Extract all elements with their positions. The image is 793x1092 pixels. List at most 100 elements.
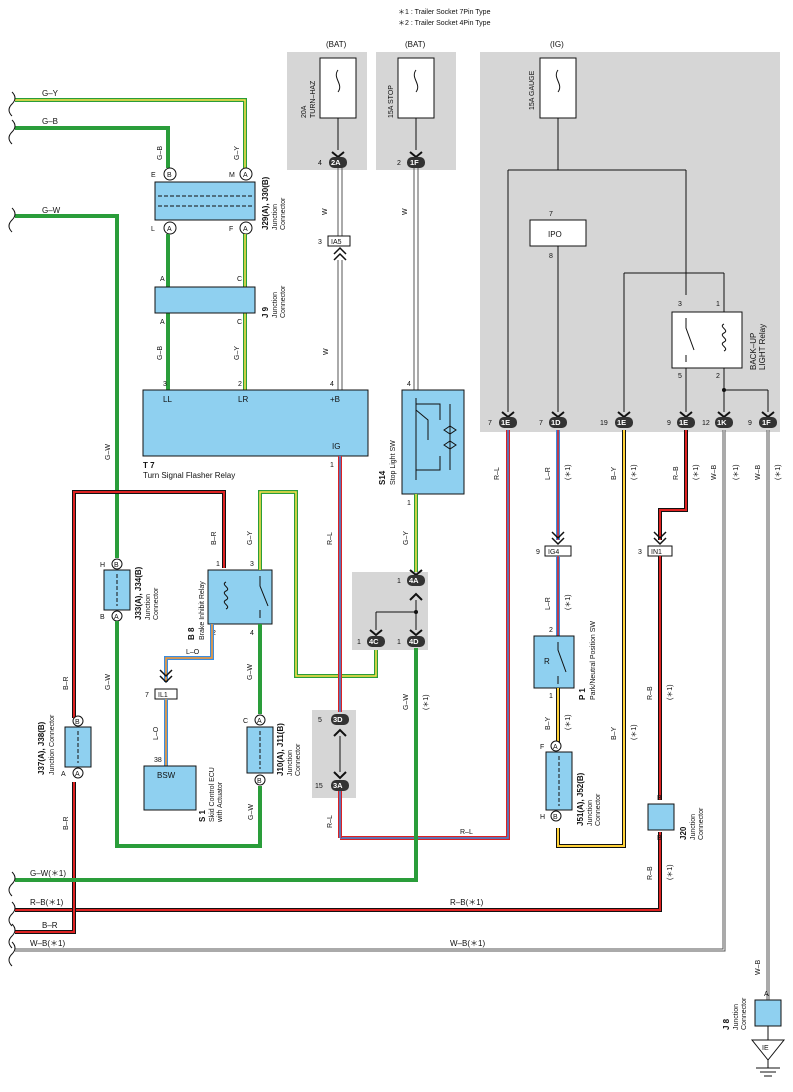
- note-2: ＊2 : Trailer Socket 4Pin Type: [398, 20, 491, 27]
- svg-text:R–B: R–B: [673, 466, 680, 480]
- svg-text:G–W: G–W: [105, 674, 112, 690]
- wire-rb-right: [658, 430, 688, 540]
- svg-text:Skid Control ECU: Skid Control ECU: [209, 767, 216, 822]
- wire-label: G–Y: [234, 346, 241, 360]
- svg-text:BSW: BSW: [157, 771, 176, 780]
- svg-text:B–Y: B–Y: [545, 716, 552, 730]
- svg-text:A: A: [114, 614, 119, 621]
- wire-rl-right: [340, 430, 510, 840]
- svg-text:A: A: [61, 771, 66, 778]
- pin-IA5: [327, 235, 351, 247]
- pin-1F: 1F: [407, 151, 425, 168]
- svg-text:9: 9: [748, 420, 752, 427]
- wire-rb2: [15, 556, 662, 912]
- svg-text:R–B: R–B: [647, 866, 654, 880]
- pin-c12-1K: 1K: [715, 411, 733, 428]
- ipo-box: [529, 219, 587, 247]
- wire-gw-top: [15, 214, 119, 558]
- svg-text:L–R: L–R: [545, 597, 552, 610]
- svg-text:2: 2: [716, 373, 720, 380]
- svg-text:2: 2: [238, 381, 242, 388]
- svg-text:B–R: B–R: [211, 531, 218, 545]
- svg-text:A: A: [75, 771, 80, 778]
- svg-text:38: 38: [154, 757, 162, 764]
- svg-text:W–B: W–B: [711, 465, 718, 481]
- pin-c9-1E: 1E: [677, 411, 695, 428]
- wire-label: R–B(＊1): [450, 898, 484, 907]
- svg-text:L: L: [151, 226, 155, 233]
- svg-text:1: 1: [357, 639, 361, 646]
- pin: C: [237, 319, 242, 326]
- svg-text:1: 1: [549, 693, 553, 700]
- svg-text:3: 3: [163, 381, 167, 388]
- wire-label: G–Y: [42, 89, 59, 98]
- svg-text:(＊1): (＊1): [423, 694, 430, 710]
- svg-text:1K: 1K: [717, 418, 727, 427]
- svg-text:R–L: R–L: [327, 815, 334, 828]
- wire-wb-right: [15, 430, 726, 952]
- svg-text:1: 1: [330, 462, 334, 469]
- svg-text:G–W: G–W: [247, 664, 254, 680]
- svg-text:Junction: Junction: [145, 594, 152, 620]
- svg-text:(＊1): (＊1): [775, 464, 782, 480]
- svg-text:(＊1): (＊1): [565, 464, 572, 480]
- svg-text:(＊1): (＊1): [565, 594, 572, 610]
- svg-text:4: 4: [330, 381, 334, 388]
- svg-text:9: 9: [536, 549, 540, 556]
- svg-text:B–Y: B–Y: [611, 726, 618, 740]
- svg-text:A: A: [167, 226, 172, 233]
- svg-text:1D: 1D: [551, 418, 561, 427]
- svg-text:+B: +B: [330, 395, 340, 404]
- pin-IA5-num: 3: [318, 239, 322, 246]
- pin-3A: 3A: [331, 771, 349, 791]
- wire-br-left: [15, 490, 226, 934]
- fuse-stop: 15A STOP: [388, 57, 435, 150]
- svg-text:Park/Neutral Position SW: Park/Neutral Position SW: [590, 621, 597, 700]
- svg-text:A: A: [764, 991, 769, 998]
- svg-text:1E: 1E: [617, 418, 626, 427]
- svg-text:7: 7: [145, 692, 149, 699]
- svg-text:B: B: [257, 778, 262, 785]
- svg-text:L–R: L–R: [545, 467, 552, 480]
- svg-text:B: B: [657, 795, 662, 802]
- svg-text:Brake Inhibit Relay: Brake Inhibit Relay: [199, 581, 206, 640]
- svg-text:1E: 1E: [501, 418, 510, 427]
- fuse-amp: 20A: [301, 105, 308, 118]
- s14-sub: Stop Light SW: [390, 440, 397, 485]
- svg-text:15: 15: [315, 783, 323, 790]
- svg-text:3: 3: [678, 301, 682, 308]
- wire-label: G–W(＊1): [30, 869, 66, 878]
- svg-text:5: 5: [678, 373, 682, 380]
- pin-3D: 3D: [331, 714, 349, 737]
- svg-text:A: A: [243, 226, 248, 233]
- pin-c7-1D: 1D: [549, 411, 567, 428]
- junction-j33: B A H B: [100, 558, 131, 622]
- svg-text:4: 4: [407, 381, 411, 388]
- j9-label: J 9: [261, 306, 270, 318]
- svg-text:(＊1): (＊1): [667, 684, 674, 700]
- svg-text:B: B: [114, 562, 119, 569]
- svg-text:4: 4: [250, 630, 254, 637]
- pin-c9-1F: 1F: [759, 411, 777, 428]
- svg-text:H: H: [100, 562, 105, 569]
- ig-fuse-panel: [480, 52, 780, 432]
- wire-label: W: [323, 348, 330, 355]
- pin-c7-1E: 1E: [499, 411, 517, 428]
- source-ig: (IG): [550, 40, 564, 49]
- svg-text:1F: 1F: [410, 158, 419, 167]
- svg-text:19: 19: [600, 420, 608, 427]
- pin: A: [160, 276, 165, 283]
- svg-text:Connector: Connector: [153, 587, 160, 620]
- wire-label: R–L: [460, 829, 473, 836]
- junction-j20: [647, 803, 675, 831]
- j33-label: J33(A), J34(B): [134, 566, 143, 620]
- junction-j9: [154, 286, 256, 314]
- svg-text:4A: 4A: [409, 576, 419, 585]
- svg-text:B: B: [553, 814, 558, 821]
- svg-text:3: 3: [638, 549, 642, 556]
- wire-gw-loop: [115, 621, 262, 848]
- wire-label: G–Y: [234, 146, 241, 160]
- wire-label: G–B: [42, 117, 58, 126]
- svg-text:G–Y: G–Y: [403, 531, 410, 545]
